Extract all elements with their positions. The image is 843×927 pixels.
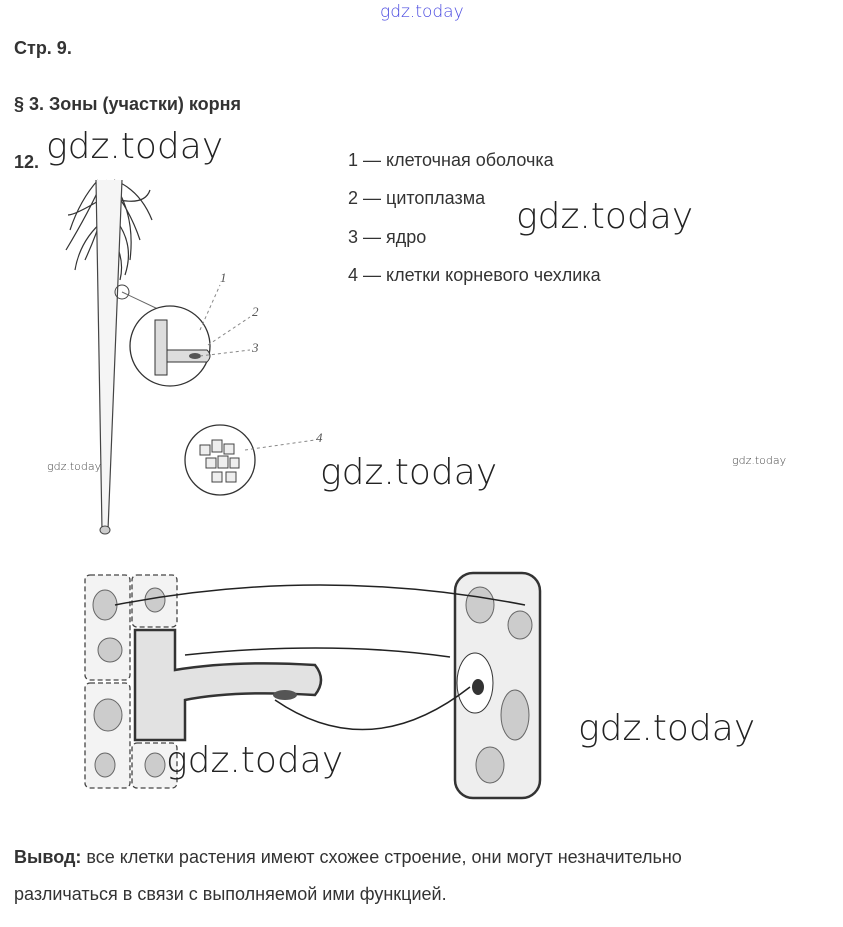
root-cap-cells (199, 439, 240, 483)
legend-item-2: 2 — цитоплазма (348, 188, 486, 208)
conclusion-line-2: различаться в связи с выполняемой ими фу… (14, 884, 447, 904)
figure-label-2: 2 (252, 304, 259, 319)
conclusion-text: все клетки растения имеют схожее строени… (81, 847, 682, 867)
watermark: gdz.today (578, 708, 756, 749)
zoom-marker (114, 284, 130, 300)
figure-label-3: 3 (251, 340, 259, 355)
watermark: gdz.today (516, 196, 694, 237)
watermark-small: gdz.today (47, 460, 102, 473)
watermark-small: gdz.today (732, 454, 787, 467)
root-body (95, 179, 123, 531)
vacuoles-right (465, 586, 533, 784)
root-zones-figure: 1 2 3 4 (65, 179, 323, 535)
cell-comparison-figure (84, 571, 542, 800)
legend-item-3: 3 — ядро (348, 227, 427, 247)
section-title: § 3. Зоны (участки) корня (14, 94, 242, 114)
nucleus-small (273, 690, 297, 700)
task-number: 12. (14, 152, 40, 172)
leader-lines (199, 284, 316, 451)
nucleus (189, 353, 201, 359)
root-hair-cell (154, 319, 211, 376)
root-hair-cell-detail (129, 305, 211, 387)
zoom-line (121, 291, 161, 311)
conclusion-label: Вывод: (14, 847, 82, 867)
legend-item-1: 1 — клеточная оболочка (348, 150, 554, 170)
watermark-top: gdz.today (380, 2, 464, 22)
watermark: gdz.today (320, 452, 498, 493)
figure-label-4: 4 (316, 430, 323, 445)
nucleus-large (472, 679, 484, 695)
watermark: gdz.today (46, 126, 224, 167)
root-hair-cell-large (133, 628, 323, 742)
legend-item-4: 4 — клетки корневого чехлика (348, 265, 601, 285)
conclusion-line-1: Вывод: все клетки растения имеют схожее … (14, 847, 682, 868)
watermark: gdz.today (166, 740, 344, 781)
page-label: Стр. 9. (14, 38, 72, 58)
root-cap (99, 525, 111, 535)
comparison-arrows (114, 584, 526, 731)
figure-label-1: 1 (220, 270, 227, 285)
